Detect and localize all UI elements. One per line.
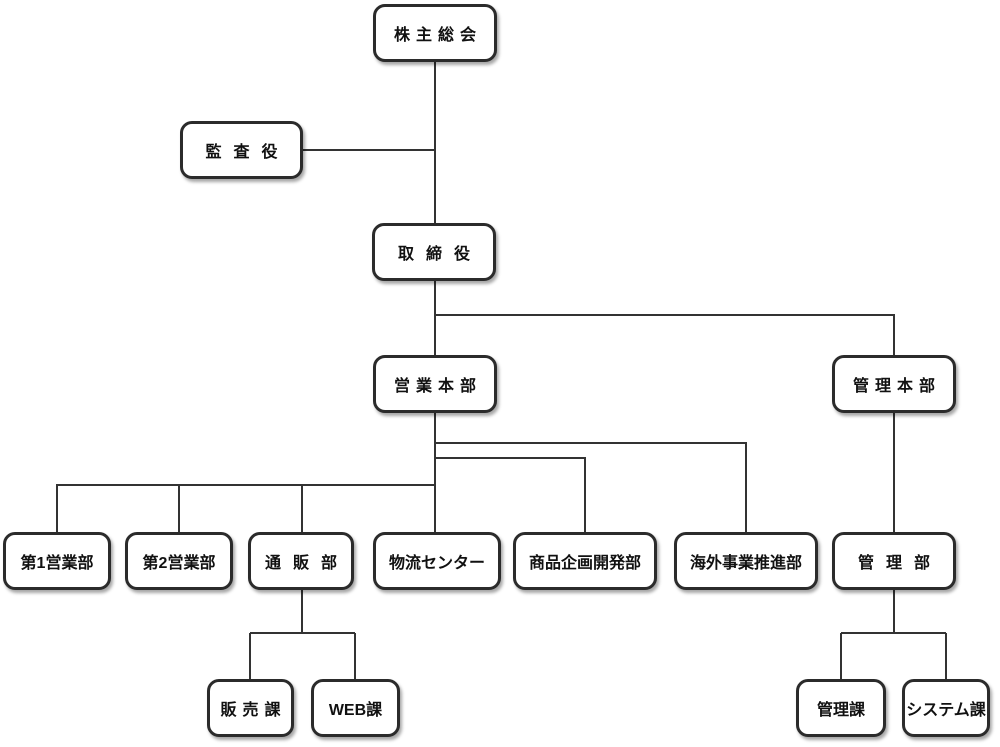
org-node-auditor: 監査役 [180,121,303,179]
org-node-mail-order-dept: 通販部 [248,532,354,590]
org-node-board-of-directors: 取締役 [372,223,496,281]
org-node-sales-headquarters: 営業本部 [373,355,497,413]
org-node-admin-headquarters: 管理本部 [832,355,956,413]
org-node-sales-section: 販売課 [207,679,294,737]
org-node-web-section: WEB課 [311,679,400,737]
org-node-product-planning-development-dept: 商品企画開発部 [513,532,657,590]
org-node-sales-dept-1: 第1営業部 [3,532,111,590]
org-node-admin-dept: 管理部 [832,532,956,590]
org-node-shareholders-meeting: 株主総会 [373,4,497,62]
org-node-logistics-center: 物流センター [373,532,501,590]
org-node-sales-dept-2: 第2営業部 [125,532,233,590]
org-node-system-section: システム課 [902,679,990,737]
org-node-overseas-business-promotion-dept: 海外事業推進部 [674,532,818,590]
org-node-admin-section: 管理課 [796,679,886,737]
